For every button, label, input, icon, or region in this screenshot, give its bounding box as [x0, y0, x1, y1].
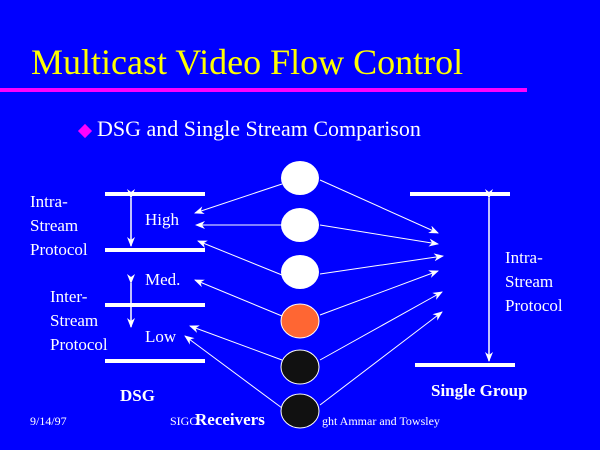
- footer-source-right: ght Ammar and Towsley: [322, 414, 440, 428]
- level-low: Low: [145, 327, 177, 346]
- dsg-arrows: [184, 183, 283, 409]
- dsg-intra-label: Intra- Stream Protocol: [30, 192, 88, 259]
- level-med: Med.: [145, 270, 181, 289]
- receivers: [280, 161, 320, 429]
- receiver-node: [280, 303, 320, 339]
- dsg-bars: [105, 192, 205, 363]
- receivers-caption: Receivers: [195, 410, 265, 429]
- bullet-text: DSG and Single Stream Comparison: [97, 116, 421, 141]
- single-group-label: Intra- Stream Protocol: [505, 248, 563, 315]
- single-group-arrows: [319, 179, 444, 406]
- title-rule: [0, 88, 527, 92]
- dsg-caption: DSG: [120, 386, 155, 405]
- dsg-inter-label: Inter- Stream Protocol: [50, 287, 108, 354]
- receiver-node: [281, 208, 319, 242]
- single-group-bars: [410, 192, 515, 367]
- footer-date: 9/14/97: [30, 414, 67, 428]
- receiver-node: [281, 161, 319, 195]
- receiver-node: [280, 393, 320, 429]
- footer-source-left: SIGC: [170, 414, 198, 428]
- receiver-node: [281, 255, 319, 289]
- level-high: High: [145, 210, 179, 229]
- single-group-caption: Single Group: [431, 381, 528, 400]
- receiver-node: [280, 349, 320, 385]
- slide-title: Multicast Video Flow Control: [31, 42, 464, 82]
